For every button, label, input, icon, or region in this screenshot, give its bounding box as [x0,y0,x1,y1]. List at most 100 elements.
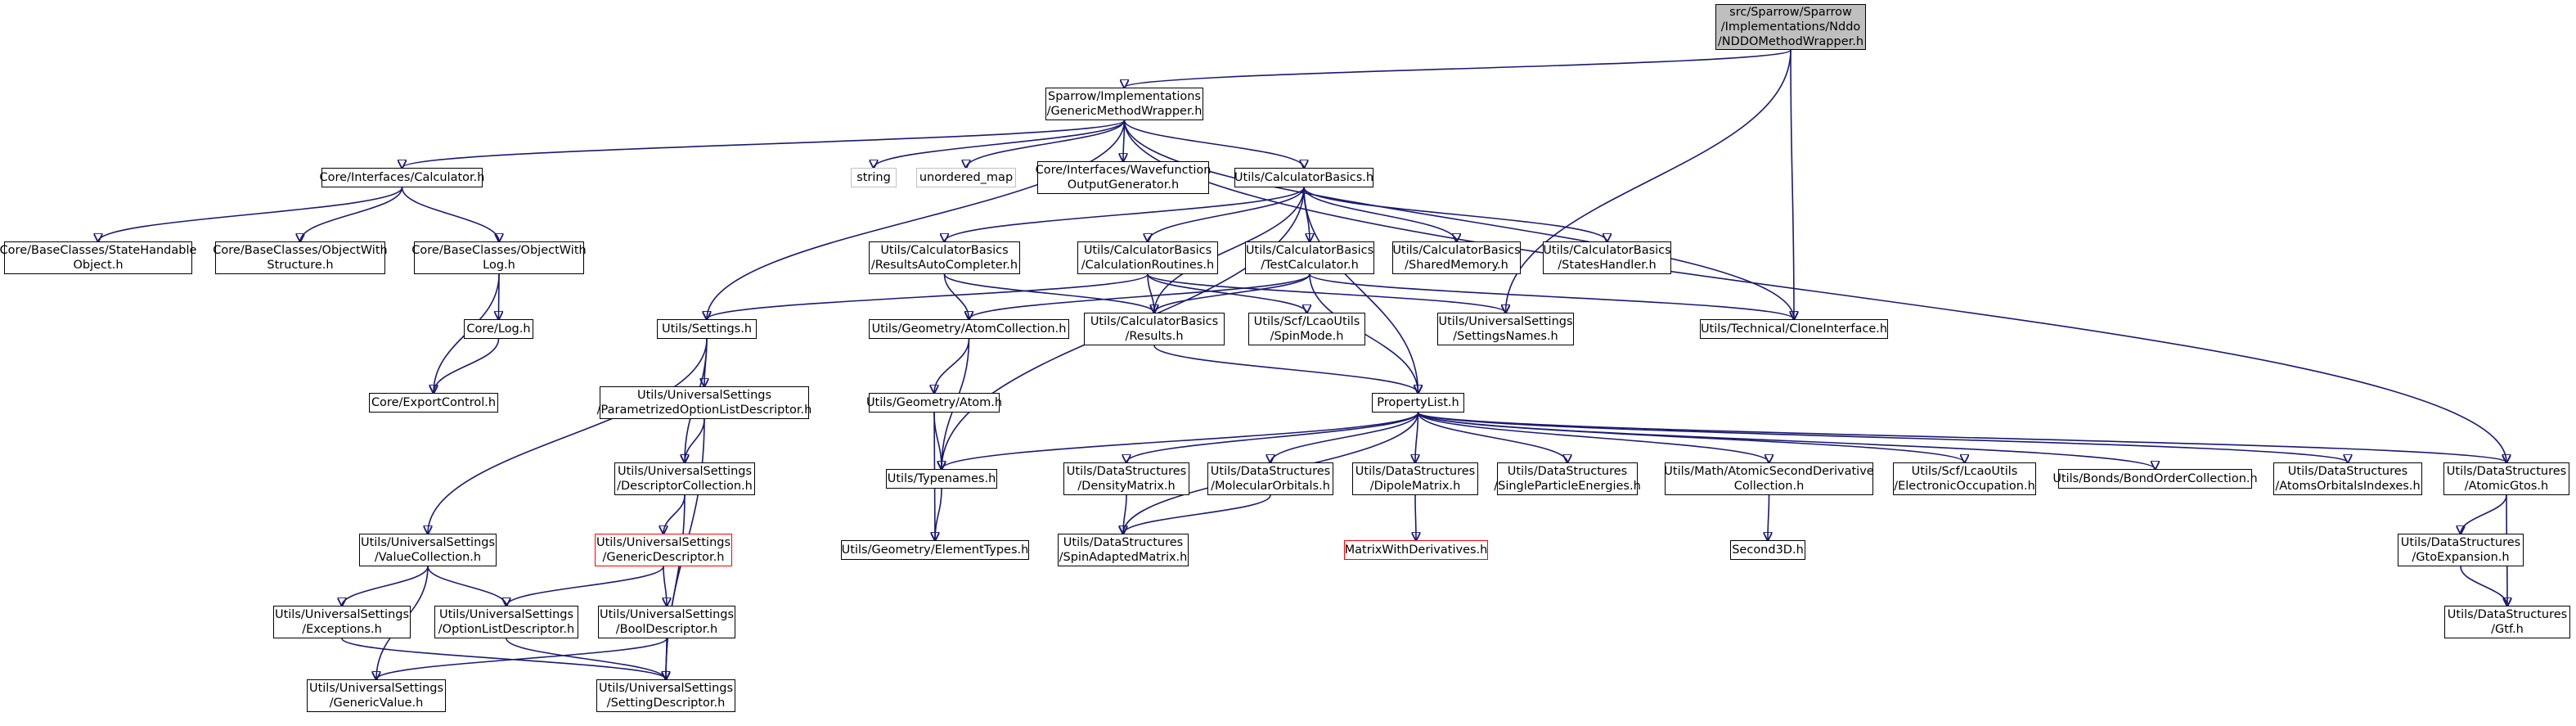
node-label-line: /SingleParticleEnergies.h [1494,480,1641,493]
node-results[interactable]: Utils/CalculatorBasics/Results.h [1084,313,1225,345]
node-label-line: Utils/UniversalSettings [636,389,772,402]
node-generic-method-wrapper[interactable]: Sparrow/Implementations/GenericMethodWra… [1045,88,1203,120]
edge-calc-to-ows [300,187,403,241]
edge-cb-to-results [1154,187,1305,313]
node-electronic-occupation[interactable]: Utils/Scf/LcaoUtils/ElectronicOccupation… [1893,462,2036,495]
node-export-control[interactable]: Core/ExportControl.h [369,393,498,413]
node-label-line: Utils/CalculatorBasics [1083,244,1212,257]
node-dipole-matrix[interactable]: Utils/DataStructures/DipoleMatrix.h [1352,462,1478,495]
edge-cb-to-pl [1303,187,1418,393]
node-label-line: /ResultsAutoCompleter.h [870,259,1018,272]
node-label-line: Utils/CalculatorBasics [880,244,1009,257]
node-setting-descriptor[interactable]: Utils/UniversalSettings/SettingDescripto… [596,679,735,712]
node-label-line: Utils/Scf/LcaoUtils [1253,315,1360,328]
node-bond-order-collection[interactable]: Utils/Bonds/BondOrderCollection.h [2052,469,2258,489]
node-shared-memory[interactable]: Utils/CalculatorBasics/SharedMemory.h [1392,241,1521,274]
edge-dipole-to-mwd [1415,494,1416,540]
node-clone-interface[interactable]: Utils/Technical/CloneInterface.h [1700,319,1888,339]
node-label-line: Core/BaseClasses/ObjectWith [411,244,587,257]
edge-cb-to-rac [945,187,1305,241]
edge-vc-to-old [427,566,506,606]
node-label-line: Utils/Typenames.h [887,472,996,485]
node-label-line: Utils/UniversalSettings [360,536,496,549]
node-value-collection[interactable]: Utils/UniversalSettings/ValueCollection.… [359,534,497,566]
node-property-list[interactable]: PropertyList.h [1372,393,1464,413]
node-atomic-gtos[interactable]: Utils/DataStructures/AtomicGtos.h [2443,462,2569,495]
node-gto-expansion[interactable]: Utils/DataStructures/GtoExpansion.h [2398,534,2524,566]
node-matrix-with-derivatives[interactable]: MatrixWithDerivatives.h [1344,540,1488,560]
node-core-log[interactable]: Core/Log.h [464,319,533,339]
node-states-handler[interactable]: Utils/CalculatorBasics/StatesHandler.h [1543,241,1671,274]
node-label-line: unordered_map [919,171,1014,184]
edge-vc-to-exc [342,566,429,606]
node-single-particle-energies[interactable]: Utils/DataStructures/SingleParticleEnerg… [1494,462,1641,495]
node-atom-collection[interactable]: Utils/Geometry/AtomCollection.h [869,319,1069,339]
node-label-line: Object.h [73,259,124,272]
node-label-line: string [856,171,891,184]
edge-polds-to-dc [685,418,705,462]
edge-results-to-pl [1153,345,1418,393]
node-label-line: /SharedMemory.h [1405,259,1508,272]
node-generic-descriptor[interactable]: Utils/UniversalSettings/GenericDescripto… [595,534,732,566]
node-atoms-orbitals-indexes[interactable]: Utils/DataStructures/AtomsOrbitalsIndexe… [2273,462,2422,495]
node-typenames[interactable]: Utils/Typenames.h [886,469,997,489]
node-atom[interactable]: Utils/Geometry/Atom.h [866,393,1002,413]
node-calculator-basics[interactable]: Utils/CalculatorBasics.h [1234,168,1373,187]
node-label-line: /GenericDescriptor.h [602,551,725,564]
edge-nddo-to-gmw [1125,49,1792,88]
node-test-calculator[interactable]: Utils/CalculatorBasics/TestCalculator.h [1245,241,1374,274]
edge-gd-to-old [506,566,664,606]
node-label-line: Utils/CalculatorBasics [1543,244,1671,257]
node-label-line: Utils/DataStructures [1210,465,1331,478]
edge-pl-to-agtos [1417,412,2507,462]
edge-pl-to-asdc [1417,412,1769,462]
edge-tc-to-results [1154,273,1310,313]
node-settings-names[interactable]: Utils/UniversalSettings/SettingsNames.h [1437,313,1574,345]
node-settings[interactable]: Utils/Settings.h [657,319,757,339]
node-molecular-orbitals[interactable]: Utils/DataStructures/MolecularOrbitals.h [1207,462,1333,495]
node-label-line: /GenericValue.h [329,697,424,710]
node-label-line: Core/Interfaces/Calculator.h [319,171,485,184]
node-generic-value[interactable]: Utils/UniversalSettings/GenericValue.h [307,679,446,712]
edge-pl-to-mo [1270,412,1419,462]
edge-nddo-to-clone [1791,49,1794,319]
node-label-line: Utils/DataStructures [2446,465,2567,478]
node-second-3d[interactable]: Second3D.h [1730,540,1805,560]
node-label-line: /GenericMethodWrapper.h [1046,105,1203,118]
node-label-line: Utils/UniversalSettings [438,608,574,621]
node-label-line: Utils/Geometry/AtomCollection.h [871,322,1067,336]
node-nddo-method-wrapper[interactable]: src/Sparrow/Sparrow/Implementations/Nddo… [1715,4,1866,50]
node-spin-mode[interactable]: Utils/Scf/LcaoUtils/SpinMode.h [1248,313,1365,345]
edge-calc-to-sho [98,187,403,241]
node-results-auto-completer[interactable]: Utils/CalculatorBasics/ResultsAutoComple… [869,241,1020,274]
node-label-line: Utils/CalculatorBasics [1392,244,1521,257]
edge-gmw-to-cb [1123,119,1305,168]
node-option-list-descriptor[interactable]: Utils/UniversalSettings/OptionListDescri… [434,606,578,638]
node-gtf[interactable]: Utils/DataStructures/Gtf.h [2444,606,2570,638]
node-label-line: Core/Log.h [466,322,531,336]
node-parametrized-option-list-descriptor[interactable]: Utils/UniversalSettings/ParametrizedOpti… [597,386,811,419]
node-label-line: Utils/UniversalSettings [617,465,753,478]
node-label-line: Core/BaseClasses/StateHandable [0,244,197,257]
edge-nddo-to-sn [1506,49,1792,313]
node-density-matrix[interactable]: Utils/DataStructures/DensityMatrix.h [1063,462,1189,495]
node-spin-adapted-matrix[interactable]: Utils/DataStructures/SpinAdaptedMatrix.h [1058,534,1189,566]
edge-gmw-to-clone [1123,119,1795,319]
node-label-line: Second3D.h [1732,543,1804,557]
edge-cb-to-sm [1303,187,1457,241]
node-descriptor-collection[interactable]: Utils/UniversalSettings/DescriptorCollec… [614,462,755,495]
node-label-line: Utils/Geometry/ElementTypes.h [841,543,1029,557]
node-exceptions[interactable]: Utils/UniversalSettings/Exceptions.h [273,606,411,638]
node-element-types[interactable]: Utils/Geometry/ElementTypes.h [841,540,1029,560]
node-bool-descriptor[interactable]: Utils/UniversalSettings/BoolDescriptor.h [598,606,735,638]
edge-pl-to-aoi [1417,412,2349,462]
node-calculator[interactable]: Core/Interfaces/Calculator.h [319,168,485,187]
node-calculation-routines[interactable]: Utils/CalculatorBasics/CalculationRoutin… [1077,241,1218,274]
node-label-line: /DescriptorCollection.h [617,480,753,493]
edge-atom-to-typenames [933,412,942,469]
